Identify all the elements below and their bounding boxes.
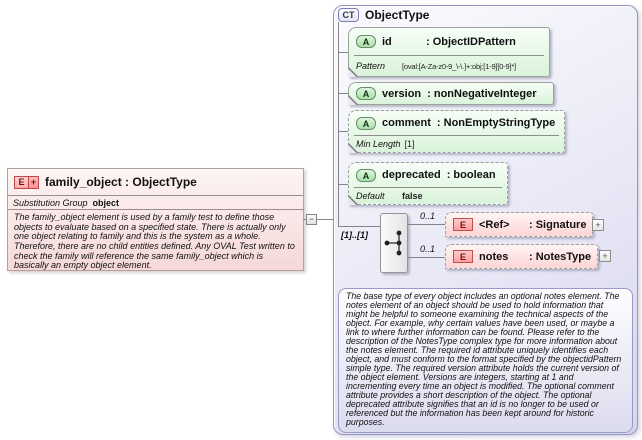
expand-button[interactable]: + xyxy=(592,219,604,231)
attribute-name: deprecated xyxy=(382,169,441,181)
facet-row: Min Length [1] xyxy=(349,136,564,152)
attribute-version[interactable]: A version : nonNegativeInteger xyxy=(348,82,554,105)
element-icon-letter: E xyxy=(18,176,25,187)
substitution-group-label: Substitution Group xyxy=(13,197,88,208)
complex-type-title: ObjectType xyxy=(365,8,430,22)
corner-bevel xyxy=(348,195,358,205)
substitution-group-value: object xyxy=(92,197,120,208)
facet-row: Pattern [oval:[A-Za-z0-9_\-\.]+:obj:[1-9… xyxy=(349,56,549,76)
element-plus-icon: E+ xyxy=(14,175,39,189)
attribute-name: version xyxy=(382,87,422,100)
attribute-type: : nonNegativeInteger xyxy=(427,87,537,100)
connector-line xyxy=(338,52,348,53)
attribute-type: : ObjectIDPattern xyxy=(426,35,516,48)
facet-value: [oval:[A-Za-z0-9_\-\.]+:obj:[1-9][0-9]*] xyxy=(402,61,516,71)
element-name: <Ref> xyxy=(479,218,510,231)
notes-cardinality: 0..1 xyxy=(420,244,436,254)
plus-icon: + xyxy=(28,176,38,188)
substitution-group-row: Substitution Group object xyxy=(8,195,303,210)
sequence-group-node[interactable] xyxy=(380,213,408,273)
element-ref-node[interactable]: E <Ref> : Signature xyxy=(445,212,593,237)
group-cardinality: [1]..[1] xyxy=(341,230,368,240)
attribute-id[interactable]: A id : ObjectIDPattern Pattern [oval:[A-… xyxy=(348,27,550,77)
element-title: family_object : ObjectType xyxy=(45,175,197,189)
corner-bevel xyxy=(348,67,358,77)
element-header: E+ family_object : ObjectType xyxy=(8,169,303,195)
connector-line xyxy=(408,224,445,225)
divider xyxy=(354,55,544,56)
connector-line xyxy=(338,226,380,227)
attribute-name: id xyxy=(382,35,392,48)
element-type: : NotesType xyxy=(529,250,592,263)
element-icon: E xyxy=(453,218,473,231)
attribute-icon: A xyxy=(356,116,376,130)
attribute-type: : boolean xyxy=(446,169,496,181)
attribute-icon: A xyxy=(356,87,376,100)
attribute-header: A version : nonNegativeInteger xyxy=(349,83,553,104)
connector-line xyxy=(303,219,334,220)
corner-bevel xyxy=(348,143,358,153)
complex-type-badge: CT xyxy=(338,8,359,22)
connector-line xyxy=(408,257,445,258)
attribute-deprecated[interactable]: A deprecated : boolean Default false xyxy=(348,162,508,205)
connector-line xyxy=(338,131,348,132)
connector-line xyxy=(338,184,348,185)
facet-label: Default xyxy=(356,191,385,201)
collapse-button[interactable]: − xyxy=(306,214,317,225)
attribute-header: A deprecated : boolean xyxy=(349,163,507,187)
facet-label: Pattern xyxy=(356,61,386,71)
element-icon: E xyxy=(453,250,473,263)
family-object-node[interactable]: E+ family_object : ObjectType Substituti… xyxy=(7,168,304,271)
attribute-icon: A xyxy=(356,35,376,48)
facet-value: [1] xyxy=(404,139,415,149)
tree-trunk-line xyxy=(338,22,339,226)
facet-label: Min Length xyxy=(356,139,401,149)
attribute-header: A comment : NonEmptyStringType xyxy=(349,111,564,135)
complex-type-description: The base type of every object includes a… xyxy=(338,288,633,433)
facet-row: Default false xyxy=(349,188,507,204)
facet-value: false xyxy=(402,191,423,201)
corner-bevel xyxy=(348,95,358,105)
attribute-comment[interactable]: A comment : NonEmptyStringType Min Lengt… xyxy=(348,110,565,153)
element-name: notes xyxy=(479,250,509,263)
sequence-icon xyxy=(384,230,402,256)
element-notes-node[interactable]: E notes : NotesType xyxy=(445,244,598,269)
element-description: The family_object element is used by a f… xyxy=(14,212,295,271)
attribute-name: comment xyxy=(382,117,431,129)
element-type: : Signature xyxy=(529,218,587,231)
expand-button[interactable]: + xyxy=(599,250,611,262)
ref-cardinality: 0..1 xyxy=(420,211,436,221)
divider xyxy=(354,135,559,136)
attribute-header: A id : ObjectIDPattern xyxy=(349,28,549,55)
divider xyxy=(354,187,502,188)
connector-line xyxy=(338,93,348,94)
attribute-type: : NonEmptyStringType xyxy=(436,117,556,129)
attribute-icon: A xyxy=(356,168,376,182)
